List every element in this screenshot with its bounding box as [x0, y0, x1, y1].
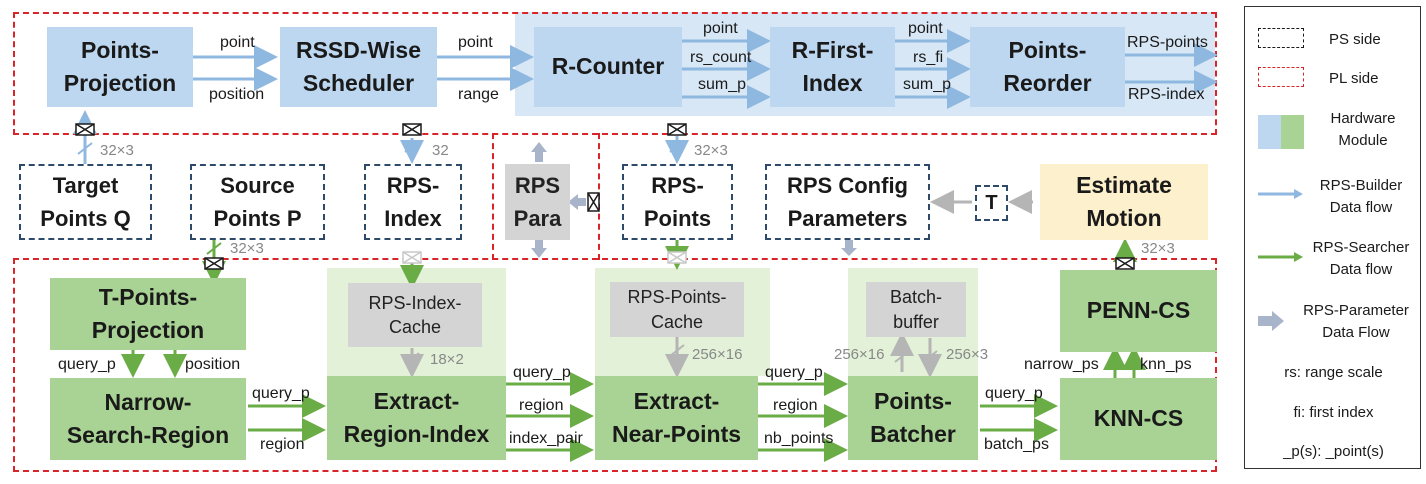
- knn-cs-module: KNN-CS: [1060, 378, 1217, 460]
- target-points-box: Target Points Q: [19, 164, 152, 240]
- rps-index-cache: RPS-Index- Cache: [348, 283, 482, 347]
- hardware-module-swatch: [1281, 115, 1304, 149]
- bus-width-label: 256×16: [692, 346, 743, 363]
- bus-width-label: 256×3: [946, 346, 989, 363]
- legend-note-p: _p(s): _point(s): [1283, 443, 1384, 460]
- points-reorder-module: Points- Reorder: [970, 27, 1125, 107]
- rssd-scheduler-module: RSSD-Wise Scheduler: [280, 27, 437, 107]
- signal-label: position: [209, 86, 265, 103]
- points-projection-module: Points- Projection: [47, 27, 193, 107]
- bus-width-label: 32×3: [1141, 240, 1175, 257]
- extract-near-points-module: Extract- Near-Points: [595, 376, 758, 460]
- bus-width-label: 18×2: [430, 351, 464, 368]
- bus-width-label: 32: [432, 142, 449, 159]
- signal-label: narrow_ps: [1024, 356, 1099, 373]
- signal-label: point: [458, 34, 493, 51]
- signal-label: sum_p: [903, 76, 952, 93]
- pl-region-left-middle: [13, 133, 494, 260]
- source-points-box: Source Points P: [190, 164, 325, 240]
- signal-label: query_p: [252, 385, 310, 402]
- signal-label: point: [220, 34, 255, 51]
- narrow-search-region-module: Narrow- Search-Region: [50, 378, 246, 460]
- signal-label: batch_ps: [984, 436, 1049, 453]
- signal-label: knn_ps: [1140, 356, 1192, 373]
- points-batcher-module: Points- Batcher: [848, 376, 978, 460]
- batch-buffer: Batch- buffer: [866, 282, 966, 337]
- signal-label: index_pair: [509, 430, 583, 447]
- legend-note-rs: rs: range scale: [1284, 364, 1383, 381]
- builder-arrow-icon: [1258, 189, 1303, 199]
- signal-label: RPS-points: [1127, 34, 1208, 51]
- signal-label: query_p: [765, 364, 823, 381]
- signal-label: region: [519, 397, 564, 414]
- rps-para-box: RPS Para: [505, 164, 570, 240]
- extract-region-index-module: Extract- Region-Index: [327, 376, 506, 460]
- signal-label: rs_count: [690, 49, 752, 66]
- searcher-arrow-icon: [1258, 252, 1303, 262]
- signal-label: point: [703, 20, 738, 37]
- signal-label: query_p: [513, 364, 571, 381]
- signal-label: range: [458, 86, 499, 103]
- legend-builder-flow: RPS-Builder Data flow: [1319, 177, 1403, 216]
- bus-width-label: 32×3: [230, 240, 264, 257]
- signal-label: region: [260, 436, 305, 453]
- rps-index-box: RPS- Index: [364, 164, 462, 240]
- estimate-motion-module: Estimate Motion: [1040, 164, 1208, 240]
- signal-label: point: [908, 20, 943, 37]
- legend-searcher-flow: RPS-Searcher Data flow: [1312, 239, 1410, 278]
- hardware-module-swatch: [1258, 115, 1281, 149]
- bus-width-label: 256×16: [834, 346, 885, 363]
- signal-label: query_p: [58, 356, 116, 373]
- pl-side-swatch: [1258, 67, 1304, 87]
- penn-cs-module: PENN-CS: [1060, 270, 1217, 352]
- legend-ps-side: PS side: [1329, 31, 1381, 48]
- signal-label: region: [773, 397, 818, 414]
- r-first-index-module: R-First- Index: [770, 27, 895, 107]
- legend: PS side PL side Hardware Module RPS-Buil…: [1244, 6, 1421, 469]
- signal-label: position: [185, 356, 241, 373]
- legend-pl-side: PL side: [1329, 70, 1379, 87]
- bus-width-label: 32×3: [694, 142, 728, 159]
- legend-note-fi: fi: first index: [1293, 404, 1374, 421]
- bus-width-label: 32×3: [100, 142, 134, 159]
- t-points-projection-module: T-Points- Projection: [50, 278, 246, 350]
- signal-label: query_p: [985, 385, 1043, 402]
- signal-label: rs_fi: [913, 49, 944, 66]
- legend-hardware-module: Hardware Module: [1330, 110, 1396, 149]
- rps-points-box: RPS- Points: [622, 164, 733, 240]
- pl-region-bottom: [13, 258, 1217, 472]
- legend-parameter-flow: RPS-Parameter Data Flow: [1303, 302, 1409, 341]
- signal-label: RPS-index: [1128, 86, 1205, 103]
- r-counter-module: R-Counter: [534, 27, 682, 107]
- signal-label: nb_points: [764, 430, 834, 447]
- parameter-arrow-icon: [1258, 311, 1284, 331]
- rps-points-cache: RPS-Points- Cache: [610, 282, 744, 337]
- rps-config-parameters-box: RPS Config Parameters: [765, 164, 930, 240]
- signal-label: sum_p: [698, 76, 747, 93]
- t-box: T: [975, 185, 1008, 221]
- ps-side-swatch: [1258, 28, 1304, 48]
